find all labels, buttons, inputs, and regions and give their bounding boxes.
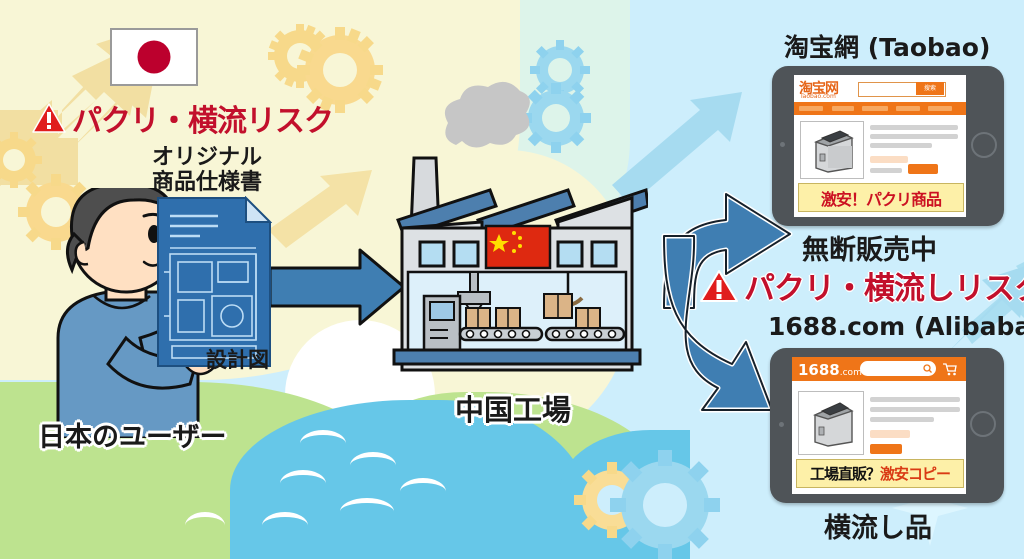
alibaba-detail-line [870, 407, 960, 412]
alibaba-detail-line [870, 397, 960, 402]
alibaba-site-header: 1688.com [792, 357, 966, 381]
japan-flag-disc [137, 40, 171, 74]
taobao-logo-sub: Taobao.com [800, 93, 836, 100]
wave-mark [300, 430, 346, 457]
smoke-icon [444, 81, 530, 148]
washing-machine-icon [812, 402, 854, 447]
tablet-home-button[interactable] [971, 132, 997, 158]
tablet-camera [780, 142, 785, 147]
taobao-site-header: 淘宝网 Taobao.com 搜索 [794, 75, 966, 105]
taobao-caption: 無断販売中 [802, 235, 937, 266]
blueprint-caption: 設計図 [206, 348, 269, 372]
alibaba-logo: 1688.com [798, 360, 862, 379]
taobao-logo: 淘宝网 [799, 81, 839, 97]
tablet-camera [779, 422, 784, 427]
sparkle-icon [892, 470, 968, 546]
taobao-banner-text: 激安！パクリ商品 [820, 189, 942, 209]
document-label: オリジナル 商品仕様書 [152, 145, 263, 195]
person-caption: 日本のユーザー [38, 422, 227, 453]
gear-icon [610, 450, 720, 559]
factory-illustration [392, 156, 648, 372]
taobao-search-button[interactable]: 搜索 [916, 82, 944, 95]
alibaba-banner: 工場直販？激安コピー [796, 459, 964, 488]
gear-icon [0, 132, 42, 188]
alibaba-buy-button[interactable] [870, 444, 902, 454]
taobao-screen[interactable]: 淘宝网 Taobao.com 搜索 [794, 75, 966, 217]
taobao-buy-button[interactable] [908, 164, 938, 174]
shopping-cart-icon[interactable] [942, 362, 958, 376]
taobao-price-line [870, 156, 908, 163]
taobao-detail-line [870, 168, 902, 173]
taobao-nav-bar[interactable] [794, 102, 966, 115]
taobao-detail-line [870, 125, 958, 130]
wave-mark [280, 470, 326, 497]
alibaba-banner-black: 工場直販？ [809, 465, 881, 483]
factory-caption: 中国工場 [455, 393, 572, 427]
taobao-nav-item[interactable] [896, 106, 920, 111]
left-warning-text: パクリ・横流リスク [72, 104, 334, 139]
blueprint-document [157, 196, 272, 367]
right-warning-text: パクリ・横流しリスク [744, 271, 1024, 307]
right-warning: パクリ・横流しリスク [700, 263, 1024, 308]
alibaba-tablet[interactable]: 1688.com [770, 348, 1004, 503]
taobao-detail-line [870, 143, 932, 148]
left-warning: パクリ・横流リスク [32, 96, 334, 140]
alibaba-banner-red: 激安コピー [880, 465, 951, 483]
gear-icon [297, 27, 383, 113]
taobao-nav-item[interactable] [799, 106, 823, 111]
arrow-user-to-factory [268, 248, 406, 326]
arrow-factory-to-alibaba [661, 233, 775, 413]
alibaba-logo-suffix: .com [839, 368, 862, 378]
alibaba-search-input[interactable] [860, 361, 936, 376]
japan-flag [110, 28, 198, 86]
wave-mark [340, 498, 394, 525]
taobao-nav-item[interactable] [928, 106, 952, 111]
taobao-nav-item[interactable] [862, 106, 888, 111]
alibaba-screen[interactable]: 1688.com [792, 357, 966, 494]
alibaba-product-image[interactable] [798, 391, 864, 455]
wave-mark [262, 512, 308, 539]
alibaba-price-line [870, 430, 910, 438]
document-label-line2: 商品仕様書 [152, 169, 263, 195]
warning-triangle-icon [700, 269, 738, 302]
search-icon [923, 364, 932, 373]
washing-machine-icon [814, 130, 854, 173]
taobao-tablet[interactable]: 淘宝网 Taobao.com 搜索 [772, 66, 1004, 226]
taobao-product-image[interactable] [800, 121, 864, 179]
taobao-detail-line [870, 134, 958, 139]
wave-mark [400, 478, 446, 505]
warning-triangle-icon [32, 103, 66, 133]
taobao-nav-item[interactable] [832, 106, 854, 111]
wave-mark [350, 452, 396, 479]
alibaba-logo-main: 1688 [798, 361, 840, 379]
taobao-banner: 激安！パクリ商品 [798, 183, 964, 212]
taobao-header: 淘宝網 (Taobao) [784, 33, 991, 62]
alibaba-detail-line [870, 417, 934, 422]
pale-arrow-right-icon [940, 266, 1024, 360]
alibaba-caption: 横流し品 [824, 513, 932, 544]
alibaba-header: 1688.com (Alibaba) [768, 312, 1024, 341]
wave-mark [185, 512, 225, 539]
tablet-home-button[interactable] [970, 411, 996, 437]
document-label-line1: オリジナル [152, 145, 263, 170]
